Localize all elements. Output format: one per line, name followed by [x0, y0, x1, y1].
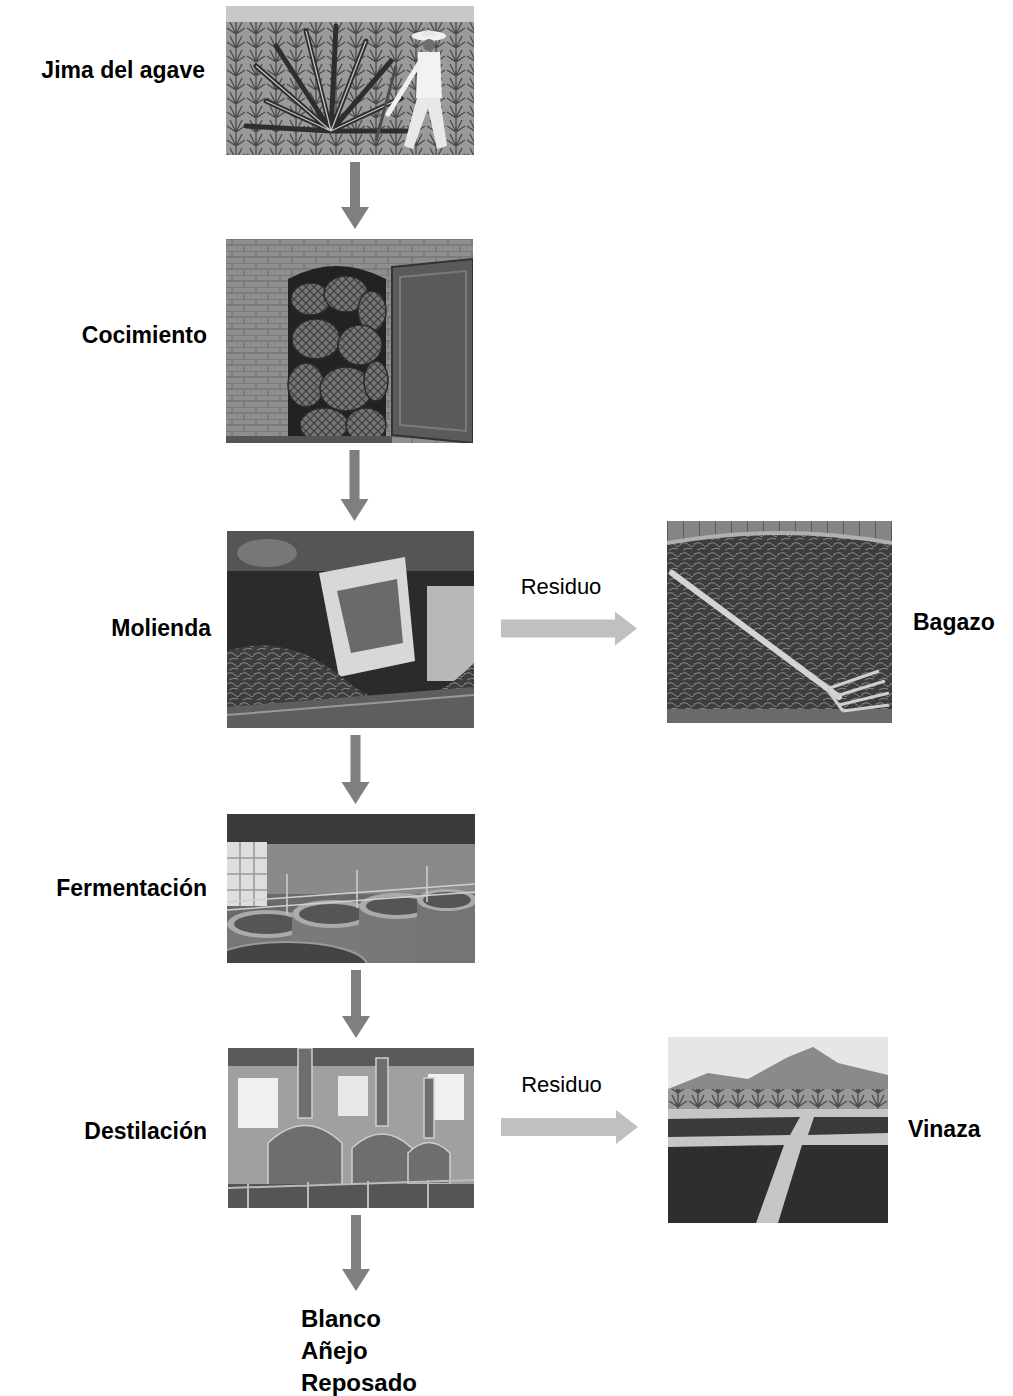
flow-arrow — [501, 612, 637, 646]
photo-step: Fermentación — [227, 814, 475, 963]
edge-label: Residuo — [521, 574, 602, 600]
step-label: Fermentación — [56, 874, 207, 902]
flow-arrow — [342, 735, 370, 804]
step-label: Molienda — [111, 614, 211, 642]
photo-step: Destilación — [228, 1048, 474, 1208]
edge-label: Residuo — [521, 1072, 602, 1098]
photo-step: Jima del agave — [226, 6, 474, 155]
step-label: Jima del agave — [41, 56, 205, 84]
step-label-group: Bagazo — [913, 608, 995, 636]
step-label-group: Destilación — [84, 1117, 207, 1145]
product-label: Añejo — [301, 1335, 417, 1367]
step-label-group: Fermentación — [56, 874, 207, 902]
step-label: Cocimiento — [82, 321, 207, 349]
product-label: Reposado — [301, 1367, 417, 1396]
flow-arrow — [341, 162, 369, 229]
step-label-group: Vinaza — [908, 1115, 980, 1143]
photo-step: Molienda — [227, 531, 474, 728]
flow-arrow — [341, 450, 369, 521]
photo-step: Cocimiento — [226, 239, 473, 443]
product-label: Blanco — [301, 1303, 417, 1335]
step-label: Bagazo — [913, 608, 995, 636]
photo-step: Vinaza — [668, 1037, 888, 1223]
flow-arrow — [501, 1110, 638, 1144]
flow-arrow — [342, 1215, 370, 1291]
product-list: BlancoAñejoReposado — [301, 1301, 417, 1396]
step-label-group: Jima del agave — [41, 56, 205, 84]
flow-arrow — [342, 970, 370, 1038]
step-label: Vinaza — [908, 1115, 980, 1143]
photo-step: Bagazo — [667, 521, 892, 723]
step-label-group: Molienda — [111, 614, 211, 642]
step-label: Destilación — [84, 1117, 207, 1145]
step-label-group: Cocimiento — [82, 321, 207, 349]
